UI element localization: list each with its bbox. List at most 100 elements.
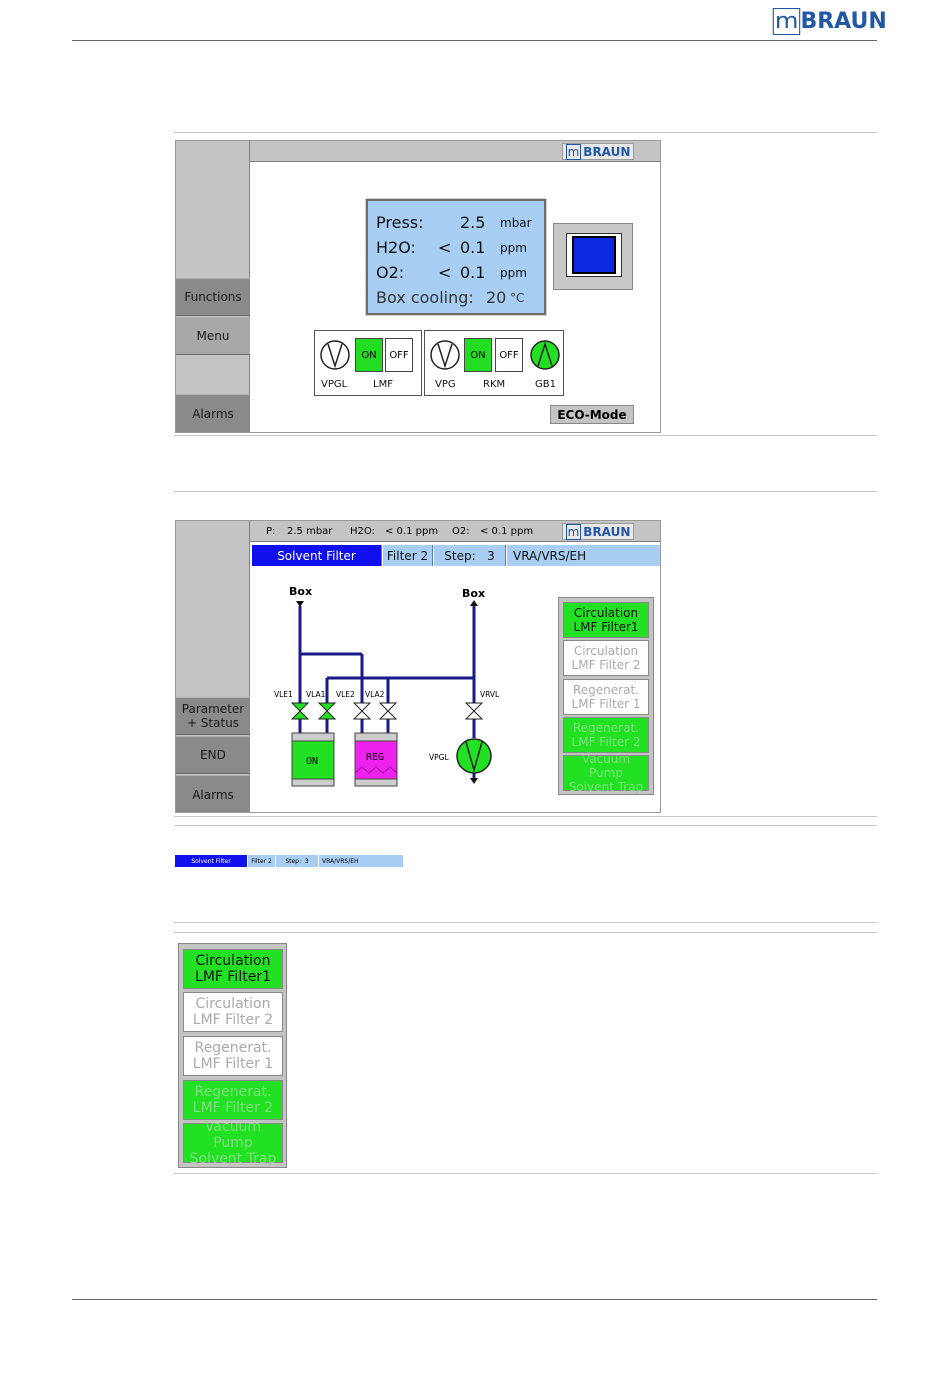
eco-mode-button[interactable]: ECO-Mode (550, 405, 634, 424)
end-button[interactable]: END (176, 736, 250, 774)
gb1-blower-icon[interactable] (529, 339, 561, 371)
o2-label: O2: (452, 526, 470, 537)
h2o-label: H2O: (350, 526, 375, 537)
solvent-filter-diagram: Box Box VLE1 VLA1 VLE2 VLA2 VRVL VPGL ON… (274, 585, 500, 787)
tab-mode: VRA/VRS/EH (319, 855, 403, 867)
box-left-label: Box (289, 585, 312, 598)
header-rule (72, 40, 877, 41)
rkm-on-switch[interactable]: ON (464, 338, 492, 372)
press-unit: mbar (500, 216, 532, 230)
sidebar: Parameter + Status END Alarms (176, 521, 250, 812)
vla1-label: VLA1 (306, 690, 326, 699)
tank1-state: ON (306, 756, 318, 767)
vpgl-pump-icon[interactable] (319, 339, 351, 371)
functions-button[interactable]: Functions (176, 278, 250, 316)
tab-mode: VRA/VRS/EH (507, 545, 660, 566)
vpgl-pump-icon[interactable] (456, 738, 492, 774)
press-row: Press: 2.5 mbar (376, 213, 532, 232)
parameter-status-button[interactable]: Parameter + Status (176, 697, 250, 735)
h2o-row: H2O: < 0.1 ppm (376, 238, 527, 257)
o2-lt: < (438, 263, 452, 282)
brand-m-mark: m (772, 8, 801, 35)
press-value: 2.5 (460, 213, 486, 232)
section-rule (174, 435, 877, 436)
circulation-filter1-button[interactable]: Circulation LMF Filter1 (563, 602, 649, 638)
valve-vla2-icon[interactable] (378, 702, 398, 720)
section-rule (174, 922, 877, 923)
alarms-button[interactable]: Alarms (176, 775, 250, 812)
brand-name: BRAUN (583, 524, 631, 539)
brand-name: BRAUN (583, 144, 631, 159)
lmf-label: LMF (373, 379, 393, 390)
regenerat-filter2-button[interactable]: Regenerat. LMF Filter 2 (183, 1080, 283, 1120)
circulation-filter2-button[interactable]: Circulation LMF Filter 2 (183, 992, 283, 1032)
page-brand-logo: mBRAUN (772, 8, 887, 35)
tab-filter[interactable]: Filter 2 (383, 545, 433, 566)
vpg-label: VPG (435, 379, 456, 390)
valve-vle2-icon[interactable] (352, 702, 372, 720)
rkm-off-switch[interactable]: OFF (495, 338, 523, 372)
lmf-off-switch[interactable]: OFF (385, 338, 413, 372)
h2o-value: < 0.1 ppm (385, 526, 439, 537)
o2-label: O2: (376, 263, 405, 282)
gb1-label: GB1 (535, 379, 556, 390)
glovebox-icon[interactable] (553, 223, 633, 290)
p-value: 2.5 mbar (287, 526, 333, 537)
vpgl-label: VPGL (321, 379, 348, 390)
cooling-row: Box cooling: 20 °C (376, 288, 524, 307)
tab-solvent-filter[interactable]: Solvent Filter (175, 855, 247, 867)
vle1-label: VLE1 (274, 690, 293, 699)
h2o-unit: ppm (500, 241, 527, 255)
valve-vrvl-icon[interactable] (464, 702, 484, 720)
vpg-pump-icon[interactable] (429, 339, 461, 371)
step-label: Step: (285, 857, 302, 865)
cooling-label: Box cooling: (376, 288, 474, 307)
step-value: 3 (304, 857, 309, 865)
lmf-on-switch[interactable]: ON (355, 338, 383, 372)
mode-menu-panel: Circulation LMF Filter1 Circulation LMF … (558, 597, 654, 795)
top-status-bar: P: 2.5 mbar H2O: < 0.1 ppm O2: < 0.1 ppm… (250, 521, 660, 542)
regenerat-filter1-button[interactable]: Regenerat. LMF Filter 1 (563, 679, 649, 715)
vle2-label: VLE2 (336, 690, 355, 699)
h2o-value: 0.1 (460, 238, 486, 257)
footer-rule (72, 1299, 877, 1300)
mode-button-panel: Circulation LMF Filter1 Circulation LMF … (178, 943, 287, 1168)
solvent-filter-screen: Parameter + Status END Alarms P: 2.5 mba… (175, 520, 661, 813)
o2-value: < 0.1 ppm (480, 526, 534, 537)
tab-strip-detail: Solvent Filter Filter 2 Step: 3 VRA/VRS/… (175, 855, 403, 867)
h2o-label: H2O: (376, 238, 416, 257)
o2-unit: ppm (500, 266, 527, 280)
section-rule (174, 491, 877, 492)
regenerat-filter2-button[interactable]: Regenerat. LMF Filter 2 (563, 717, 649, 753)
tab-solvent-filter[interactable]: Solvent Filter (252, 545, 382, 566)
regenerat-filter1-button[interactable]: Regenerat. LMF Filter 1 (183, 1036, 283, 1076)
vacuum-pump-button[interactable]: Vacuum Pump Solvent Trap (563, 752, 649, 794)
tank2-state: REG (366, 752, 384, 763)
circulation-filter2-button[interactable]: Circulation LMF Filter 2 (563, 640, 649, 676)
cooling-value: 20 (486, 288, 507, 307)
valve-vle1-icon[interactable] (290, 702, 310, 720)
tab-filter[interactable]: Filter 2 (248, 855, 275, 867)
step-value: 3 (487, 548, 495, 563)
vla2-label: VLA2 (365, 690, 385, 699)
filter-tank-2[interactable] (354, 732, 398, 787)
cooling-unit: °C (510, 291, 525, 305)
tab-step: Step: 3 (276, 855, 318, 867)
filter-tank-1[interactable] (291, 732, 335, 787)
valve-vla1-icon[interactable] (317, 702, 337, 720)
status-panel: Press: 2.5 mbar H2O: < 0.1 ppm O2: < 0.1… (365, 198, 547, 316)
circulation-filter1-button[interactable]: Circulation LMF Filter1 (183, 949, 283, 989)
section-rule (174, 825, 877, 826)
menu-button[interactable]: Menu (176, 317, 250, 355)
brand-m-mark: m (565, 523, 582, 540)
section-rule (174, 932, 877, 933)
vacuum-pump-button[interactable]: Vacuum Pump Solvent Trap (183, 1119, 283, 1167)
sidebar: Functions Menu Alarms (176, 141, 250, 432)
h2o-lt: < (438, 238, 452, 257)
step-label: Step: (444, 548, 476, 563)
alarms-button[interactable]: Alarms (176, 394, 250, 432)
